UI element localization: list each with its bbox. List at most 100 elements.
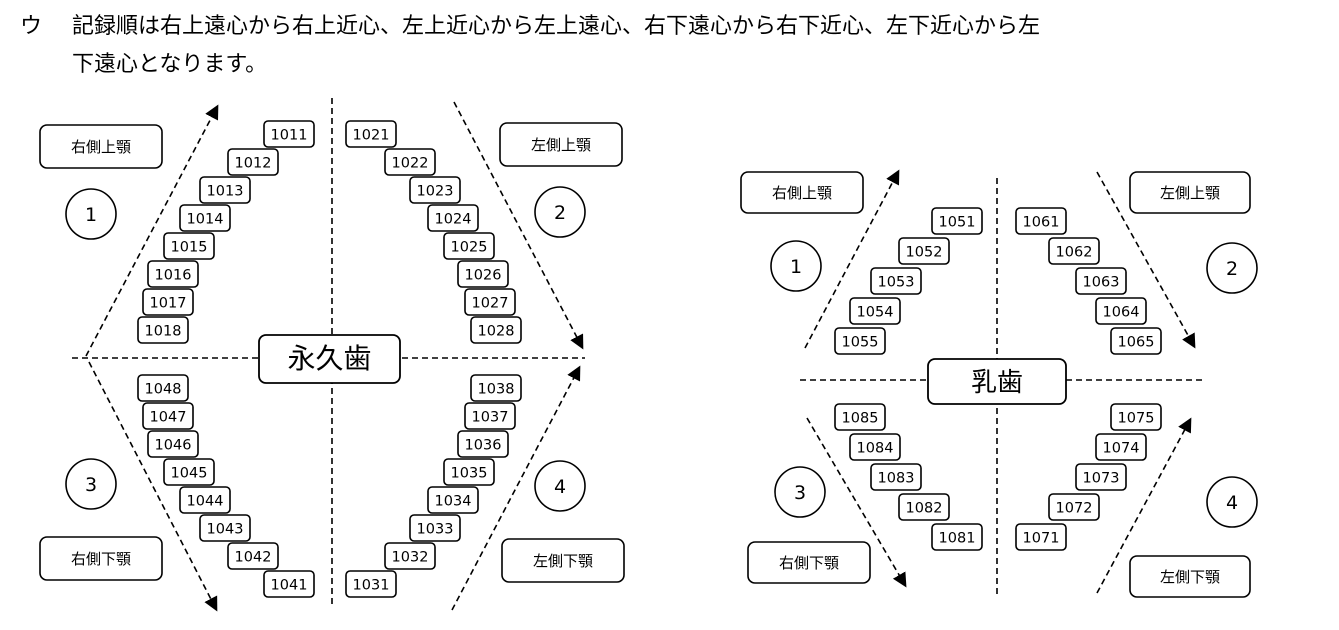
svg-text:右側上顎: 右側上顎: [772, 184, 832, 202]
tooth-code: 1063: [1083, 275, 1120, 291]
tooth-code-box: 1033: [409, 514, 461, 542]
tooth-code-box: 1063: [1075, 267, 1127, 295]
tooth-code-box: 1012: [227, 148, 279, 176]
tooth-code-box: 1051: [931, 207, 983, 235]
tooth-code-box: 1054: [849, 297, 901, 325]
prim-quadrant-4: 4: [1206, 476, 1258, 528]
prim-jaw-lower-left: 左側下顎: [1129, 555, 1251, 598]
tooth-code-box: 1014: [179, 204, 231, 232]
perm-jaw-upper-left: 左側上顎: [499, 122, 623, 167]
perm-quadrant-1: 1: [65, 188, 117, 240]
tooth-code-box: 1052: [898, 237, 950, 265]
tooth-code-box: 1041: [263, 570, 315, 598]
tooth-code-box: 1038: [470, 374, 522, 402]
tooth-code-box: 1028: [470, 316, 522, 344]
tooth-code: 1014: [187, 212, 224, 228]
tooth-code: 1062: [1056, 245, 1093, 261]
svg-text:左側上顎: 左側上顎: [531, 136, 591, 154]
tooth-code: 1038: [478, 382, 515, 398]
tooth-code: 1048: [145, 382, 182, 398]
tooth-code: 1083: [878, 471, 915, 487]
prim-arrow-upper-right: [804, 169, 900, 349]
instruction-marker: ウ: [20, 14, 43, 39]
tooth-code-box: 1016: [147, 260, 199, 288]
tooth-code: 1085: [842, 411, 879, 427]
tooth-code-box: 1037: [464, 402, 516, 430]
instruction-text: ウ記録順は右上遠心から右上近心、左上近心から左上遠心、右下遠心から右下近心、左下…: [20, 8, 1320, 84]
tooth-code-box: 1084: [849, 433, 901, 461]
tooth-code: 1084: [857, 441, 894, 457]
tooth-code-box: 1018: [137, 316, 189, 344]
perm-jaw-lower-left: 左側下顎: [501, 538, 625, 583]
tooth-code: 1021: [353, 128, 390, 144]
prim-arrow-upper-left: [1096, 171, 1196, 349]
tooth-code: 1035: [451, 466, 488, 482]
perm-arrow-lower-right: [88, 361, 218, 612]
tooth-code-box: 1025: [443, 232, 495, 260]
tooth-code-box: 1015: [163, 232, 215, 260]
tooth-code-box: 1065: [1110, 327, 1162, 355]
tooth-code: 1046: [155, 438, 192, 454]
perm-arrow-lower-left: [451, 365, 581, 611]
tooth-code: 1034: [435, 494, 472, 510]
prim-upper-left-teeth: 1061 1062 1063 1064 1065: [1015, 207, 1162, 355]
tooth-code-box: 1013: [199, 176, 251, 204]
tooth-code-box: 1047: [142, 402, 194, 430]
tooth-code: 1064: [1103, 305, 1140, 321]
prim-jaw-upper-right: 右側上顎: [740, 171, 864, 214]
tooth-code-box: 1064: [1095, 297, 1147, 325]
tooth-code: 1072: [1056, 501, 1093, 517]
tooth-code: 1051: [939, 215, 976, 231]
tooth-code: 1022: [392, 156, 429, 172]
tooth-code-box: 1032: [384, 542, 436, 570]
tooth-code: 1071: [1023, 531, 1060, 547]
tooth-code-box: 1026: [457, 260, 509, 288]
tooth-code: 1031: [353, 578, 390, 594]
tooth-code-box: 1055: [834, 327, 886, 355]
svg-text:右側上顎: 右側上顎: [71, 138, 131, 156]
tooth-code-box: 1021: [345, 120, 397, 148]
prim-title-box: 乳歯: [927, 358, 1067, 405]
tooth-code: 1036: [465, 438, 502, 454]
tooth-code-box: 1062: [1048, 237, 1100, 265]
tooth-code-box: 1044: [179, 486, 231, 514]
tooth-code: 1015: [171, 240, 208, 256]
svg-text:3: 3: [794, 482, 806, 504]
tooth-code-box: 1017: [142, 288, 194, 316]
prim-title: 乳歯: [971, 368, 1023, 398]
svg-text:4: 4: [1226, 492, 1238, 514]
perm-arrow-upper-right: [85, 104, 219, 357]
svg-text:右側下顎: 右側下顎: [779, 554, 839, 572]
tooth-code: 1011: [271, 128, 308, 144]
svg-text:2: 2: [1226, 258, 1238, 280]
prim-quadrant-1: 1: [770, 240, 822, 292]
tooth-code: 1065: [1118, 335, 1155, 351]
tooth-code-box: 1075: [1110, 403, 1162, 431]
tooth-code-box: 1022: [384, 148, 436, 176]
tooth-code-box: 1031: [345, 570, 397, 598]
prim-jaw-lower-right: 右側下顎: [747, 541, 871, 584]
tooth-code: 1055: [842, 335, 879, 351]
tooth-code: 1013: [207, 184, 244, 200]
svg-text:2: 2: [554, 202, 566, 224]
perm-quadrant-4: 4: [534, 460, 586, 512]
tooth-code-box: 1042: [227, 542, 279, 570]
tooth-code-box: 1011: [263, 120, 315, 148]
tooth-code-box: 1043: [199, 514, 251, 542]
tooth-code: 1061: [1023, 215, 1060, 231]
svg-text:1: 1: [790, 256, 802, 278]
tooth-code: 1047: [150, 410, 187, 426]
tooth-code: 1075: [1118, 411, 1155, 427]
tooth-code: 1081: [939, 531, 976, 547]
tooth-code-box: 1082: [898, 493, 950, 521]
perm-title: 永久歯: [287, 342, 371, 375]
tooth-code-box: 1027: [464, 288, 516, 316]
tooth-code-box: 1048: [137, 374, 189, 402]
tooth-code-box: 1074: [1095, 433, 1147, 461]
tooth-code-box: 1036: [457, 430, 509, 458]
